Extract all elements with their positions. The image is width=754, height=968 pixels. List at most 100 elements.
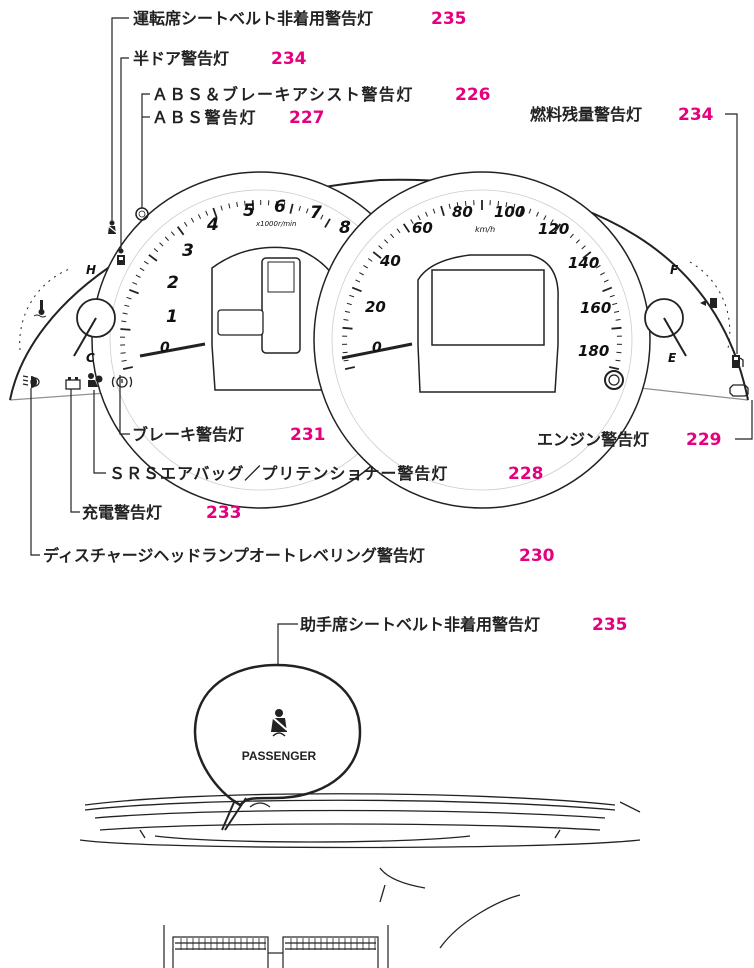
speed-tick xyxy=(615,359,621,362)
speed-tick xyxy=(519,205,524,216)
speed-tick xyxy=(417,215,421,221)
tach-tick-marks xyxy=(119,200,331,370)
speed-tick xyxy=(346,302,352,306)
speedometer: 20 40 60 80 100 120 140 160 180 0 km/h xyxy=(313,171,651,509)
speed-label-60: 60 xyxy=(412,219,433,237)
tach-tick xyxy=(275,200,278,207)
passenger-seatbelt-icon xyxy=(270,709,288,737)
abs-icon xyxy=(135,207,149,221)
speed-tick xyxy=(615,319,621,321)
speed-tick xyxy=(528,208,532,214)
speed-tick xyxy=(390,233,395,239)
speed-tick xyxy=(355,279,361,283)
tach-tick xyxy=(122,312,128,315)
speed-tick xyxy=(349,294,355,298)
abs-page: 227 xyxy=(289,108,325,128)
speed-label-20: 20 xyxy=(365,298,386,316)
speed-tick xyxy=(464,200,467,206)
speed-tick xyxy=(553,223,562,233)
tach-tick xyxy=(128,288,139,295)
speed-tick xyxy=(582,251,592,259)
tach-label-7: 7 xyxy=(310,203,322,223)
tach-tick xyxy=(228,203,231,209)
tach-tick xyxy=(298,205,301,211)
speed-tick xyxy=(425,211,428,217)
fuel-full-label: F xyxy=(670,263,679,277)
passenger-seatbelt-label: 助手席シートベルト非着用警告灯 xyxy=(300,615,540,634)
door-icon xyxy=(117,248,125,265)
dashboard-outline xyxy=(79,793,641,949)
tach-tick xyxy=(283,202,286,208)
speed-tick xyxy=(569,233,574,239)
tach-label-4: 4 xyxy=(206,215,219,235)
tach-label-5: 5 xyxy=(243,201,255,221)
seatbelt-icon xyxy=(106,220,118,234)
speed-tick xyxy=(563,228,568,234)
tach-tick xyxy=(164,236,169,241)
door-ajar-page: 234 xyxy=(271,49,307,69)
tach-tick xyxy=(132,281,138,285)
driver-seatbelt-page: 235 xyxy=(431,9,467,29)
speed-tick xyxy=(616,351,622,354)
speed-tick xyxy=(536,211,539,217)
tach-tick xyxy=(183,221,188,227)
speed-tick xyxy=(603,279,609,283)
tach-tick xyxy=(236,201,238,207)
speed-tick xyxy=(609,294,615,298)
headlamp-leveling-label: ディスチャージヘッドランプオートレベリング警告灯 xyxy=(43,546,425,565)
tach-unit: x1000r/min xyxy=(255,220,296,228)
tach-tick xyxy=(320,214,324,220)
speed-label-180: 180 xyxy=(578,342,609,360)
fuel-pump-icon xyxy=(732,355,744,368)
tach-label-3: 3 xyxy=(182,241,194,261)
speed-tick-marks xyxy=(342,200,622,370)
low-fuel-page: 234 xyxy=(678,105,714,125)
low-fuel-label: 燃料残量警告灯 xyxy=(530,105,642,124)
engine-page: 229 xyxy=(686,430,722,450)
tach-tick xyxy=(122,366,133,370)
speed-tick xyxy=(344,310,350,313)
temp-gauge: H C xyxy=(19,263,116,365)
tach-tick xyxy=(153,248,159,253)
headlamp-leveling-page: 230 xyxy=(519,546,555,566)
speed-tick xyxy=(372,251,382,259)
speed-label-160: 160 xyxy=(580,299,611,317)
speed-tick xyxy=(513,203,516,209)
speed-tick xyxy=(351,286,362,293)
tach-tick xyxy=(139,267,145,272)
tach-tick xyxy=(305,208,309,214)
speed-tick xyxy=(600,272,605,276)
tach-tick xyxy=(143,260,149,265)
srs-label: ＳＲＳエアバッグ／プリテンショナー警告灯 xyxy=(109,464,448,483)
tach-needle xyxy=(139,342,206,358)
door-ajar-label: 半ドア警告灯 xyxy=(133,49,229,68)
speed-tick xyxy=(611,326,622,330)
tach-tick xyxy=(313,211,317,217)
speed-tick xyxy=(410,219,414,225)
speed-tick xyxy=(343,359,349,362)
speed-tick xyxy=(384,239,389,244)
tach-tick xyxy=(121,359,127,362)
speed-tick xyxy=(432,208,436,214)
speed-tick xyxy=(396,228,401,234)
tach-tick xyxy=(190,217,195,223)
speed-tick xyxy=(342,351,348,354)
srs-page: 228 xyxy=(508,464,544,484)
tach-label-0: 0 xyxy=(160,340,170,356)
speed-label-0: 0 xyxy=(372,340,382,356)
passenger-seatbelt-page: 235 xyxy=(592,615,628,635)
engine-icon xyxy=(729,384,749,397)
brake-label: ブレーキ警告灯 xyxy=(132,425,244,444)
speed-tick xyxy=(363,264,369,269)
callout-lines xyxy=(30,17,753,556)
tach-tick xyxy=(197,214,202,220)
abs-label: ＡＢＳ警告灯 xyxy=(152,108,257,127)
speed-tick xyxy=(575,239,580,244)
tach-tick xyxy=(120,328,131,331)
air-vents xyxy=(163,925,389,968)
engine-label: エンジン警告灯 xyxy=(537,430,649,449)
charge-label: 充電警告灯 xyxy=(82,503,162,522)
tach-tick xyxy=(135,274,141,278)
tach-tick xyxy=(176,226,185,236)
tach-label-1: 1 xyxy=(166,307,178,327)
